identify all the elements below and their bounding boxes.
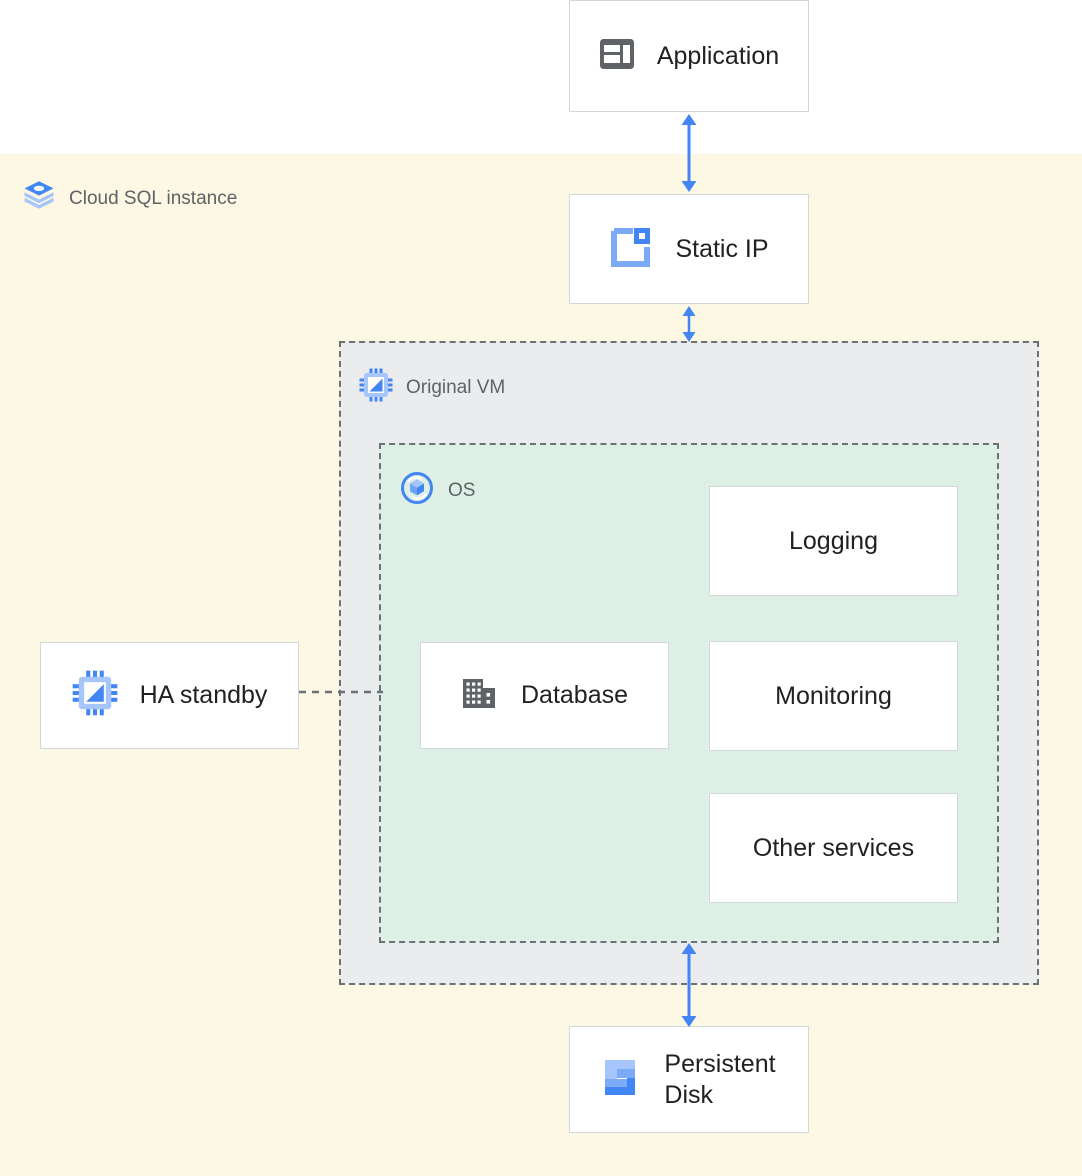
node-label: Logging [789, 526, 878, 555]
node-ha-standby[interactable]: HA standby [40, 642, 299, 749]
connector-static-ip-to-original-vm [673, 304, 705, 344]
region-label-text: Original VM [406, 376, 506, 398]
node-label: Persistent Disk [664, 1050, 776, 1109]
vm-chip-icon [72, 670, 118, 721]
region-label-text: OS [448, 479, 476, 501]
node-label: HA standby [139, 681, 268, 710]
node-static-ip[interactable]: Static IP [569, 194, 809, 304]
node-label: Application [656, 41, 780, 70]
cloud-sql-icon [22, 178, 56, 219]
connector-ha-standby-to-os [299, 689, 383, 695]
node-other-services[interactable]: Other services [709, 793, 958, 903]
region-label-text: Cloud SQL instance [69, 187, 238, 209]
region-label-original-vm: Original VM [359, 368, 505, 407]
region-label-os: OS [399, 470, 475, 511]
node-logging[interactable]: Logging [709, 486, 958, 596]
os-icon [399, 470, 435, 511]
node-label: Other services [752, 833, 915, 862]
node-database[interactable]: Database [420, 642, 669, 749]
node-application[interactable]: Application [569, 0, 809, 112]
node-label: Database [520, 681, 629, 710]
connector-os-to-persistent-disk [673, 941, 705, 1029]
static-ip-icon [609, 225, 653, 274]
connector-application-to-static-ip [673, 112, 705, 194]
database-icon [461, 675, 499, 716]
node-persistent-disk[interactable]: Persistent Disk [569, 1026, 809, 1133]
node-monitoring[interactable]: Monitoring [709, 641, 958, 751]
application-icon [599, 38, 635, 75]
region-label-cloud-sql-instance: Cloud SQL instance [22, 178, 237, 219]
vm-chip-icon [359, 368, 393, 407]
node-label: Monitoring [775, 681, 892, 710]
persistent-disk-icon [602, 1056, 642, 1103]
node-label: Static IP [675, 234, 769, 263]
